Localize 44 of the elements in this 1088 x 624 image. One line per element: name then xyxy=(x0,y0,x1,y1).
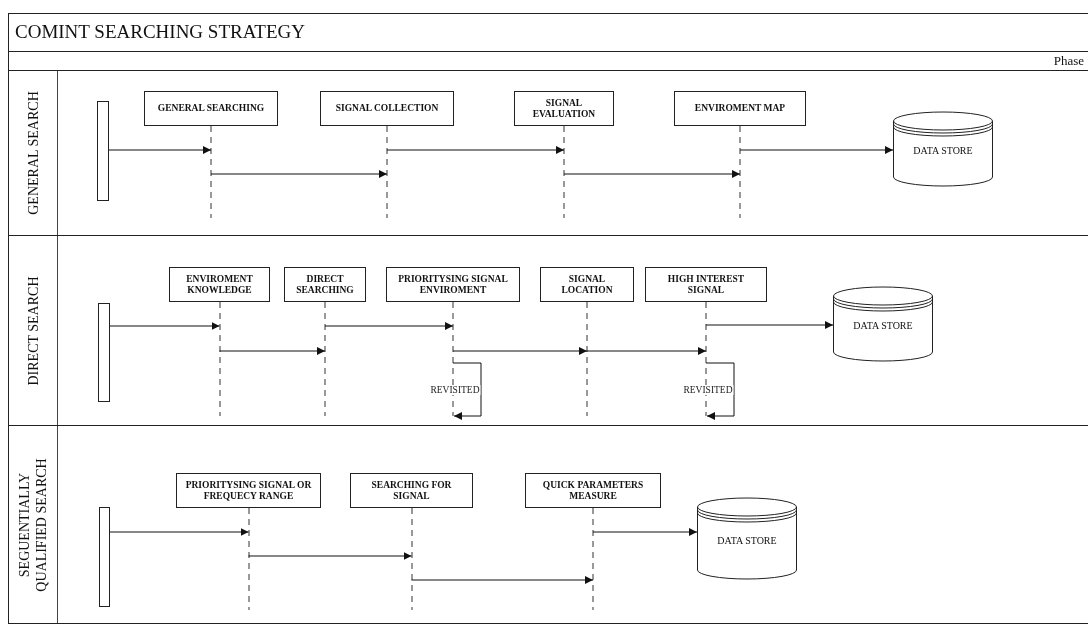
edge-label: REVISITED xyxy=(429,385,481,395)
message-arrow xyxy=(452,347,588,355)
diagram-title: COMINT SEARCHING STRATEGY xyxy=(15,21,305,43)
edge-label: REVISITED xyxy=(682,385,734,395)
message-arrow xyxy=(592,528,698,536)
participant-box: PRIORITYSING SIGNAL OR FREQUECY RANGE xyxy=(176,473,321,508)
participant-box: SIGNAL LOCATION xyxy=(540,267,634,302)
swimlane xyxy=(8,70,1088,236)
lane-label: SEGUENTIALLY QUALIFIED SEARCH xyxy=(16,456,50,594)
activation-bar xyxy=(99,507,110,607)
store-label: DATA STORE xyxy=(912,145,974,156)
participant-box: SEARCHING FOR SIGNAL xyxy=(350,473,473,508)
message-arrow xyxy=(108,146,212,154)
message-arrow xyxy=(109,322,220,330)
participant-box: SIGNAL COLLECTION xyxy=(320,91,454,126)
phase-label: Phase xyxy=(1053,53,1084,69)
message-arrow xyxy=(705,362,735,420)
message-arrow xyxy=(219,347,326,355)
activation-bar xyxy=(97,101,109,201)
swimlane xyxy=(8,425,1088,624)
participant-box: ENVIROMENT MAP xyxy=(674,91,806,126)
participant-box: HIGH INTEREST SIGNAL xyxy=(645,267,767,302)
message-arrow xyxy=(452,362,482,420)
participant-box: GENERAL SEARCHING xyxy=(144,91,278,126)
message-arrow xyxy=(386,146,565,154)
message-arrow xyxy=(411,576,594,584)
participant-box: PRIORITYSING SIGNAL ENVIROMENT xyxy=(386,267,520,302)
lane-label: GENERAL SEARCH xyxy=(24,90,42,217)
message-arrow xyxy=(248,552,412,560)
store-label: DATA STORE xyxy=(852,320,914,331)
message-arrow xyxy=(586,347,707,355)
activation-bar xyxy=(98,303,110,402)
store-label: DATA STORE xyxy=(716,534,778,546)
participant-box: QUICK PARAMETERS MEASURE xyxy=(525,473,661,508)
lane-label: DIRECT SEARCH xyxy=(24,275,42,388)
message-arrow xyxy=(324,322,454,330)
message-arrow xyxy=(705,321,834,329)
message-arrow xyxy=(109,528,249,536)
participant-box: ENVIROMENT KNOWLEDGE xyxy=(169,267,270,302)
message-arrow xyxy=(563,170,741,178)
participant-box: SIGNAL EVALUATION xyxy=(514,91,614,126)
participant-box: DIRECT SEARCHING xyxy=(284,267,366,302)
message-arrow xyxy=(210,170,388,178)
message-arrow xyxy=(739,146,894,154)
